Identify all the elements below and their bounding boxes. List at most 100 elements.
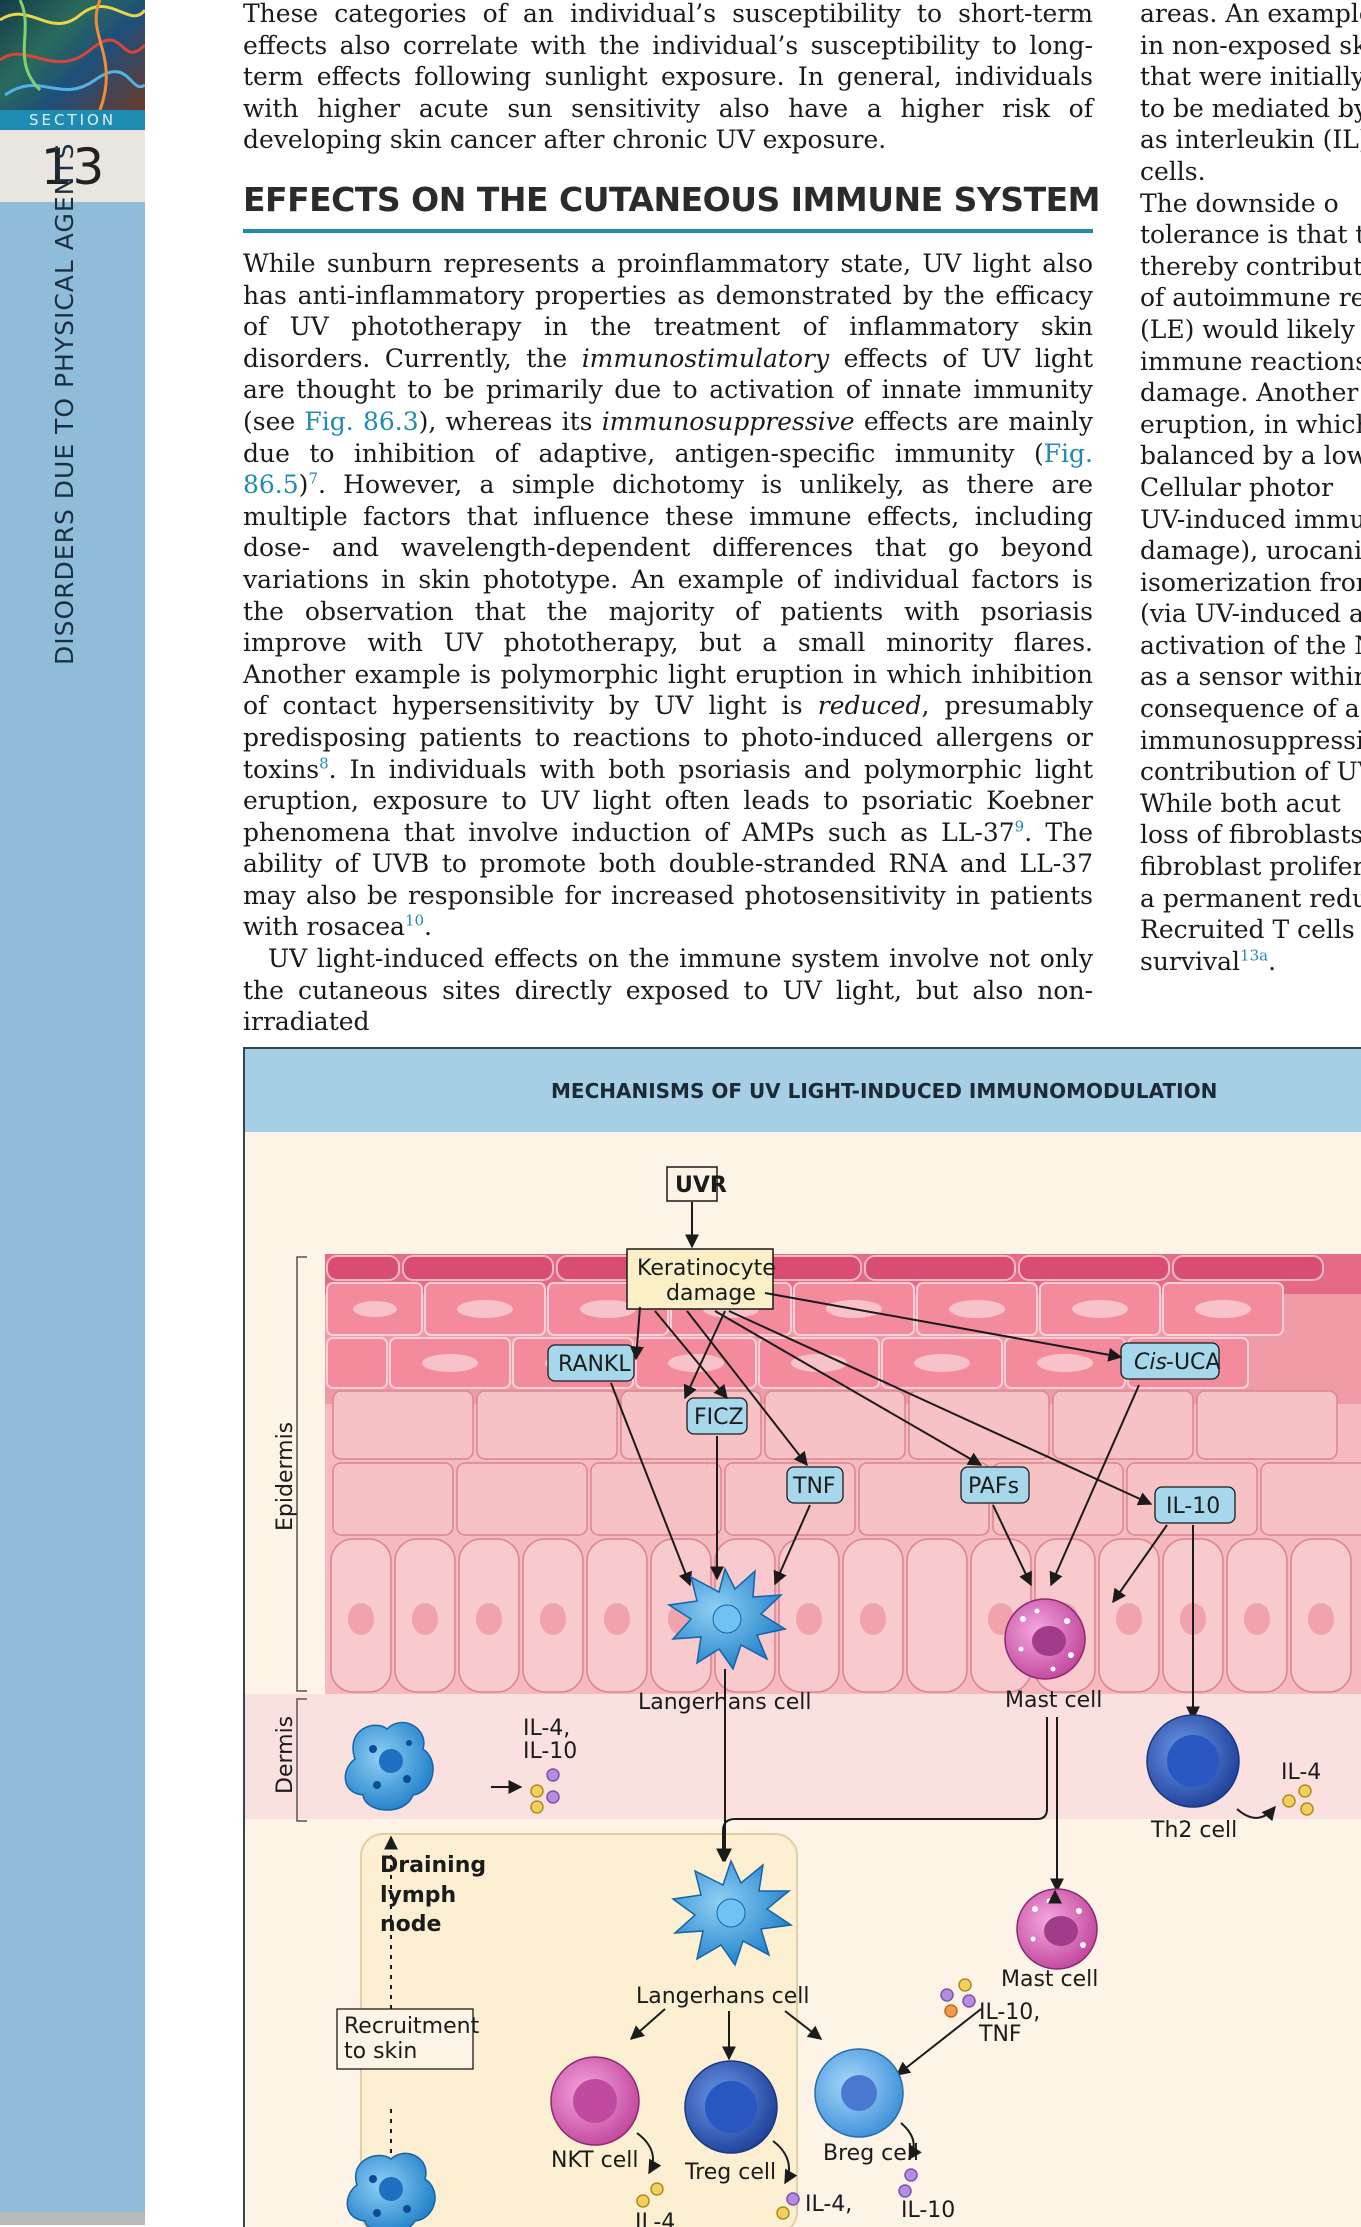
right-column-line: tolerance is that t xyxy=(1140,220,1361,250)
tnf-label: TNF xyxy=(792,1474,836,1499)
cis-uca-label-b: -UCA xyxy=(1166,1350,1220,1375)
right-column-line: eruption, in which xyxy=(1140,409,1361,439)
text-run: . xyxy=(424,912,432,942)
right-column-line: Cellular photor xyxy=(1140,472,1334,502)
right-column-line: fibroblast prolifera xyxy=(1140,852,1361,882)
right-column-line: as a sensor within xyxy=(1140,662,1361,692)
right-column-line: The downside o xyxy=(1140,188,1339,218)
right-column-line: areas. An example xyxy=(1140,0,1361,28)
il10-tnf-label-a: IL-10, xyxy=(979,2000,1040,2025)
right-column-line: cells. xyxy=(1140,156,1206,186)
section-sidebar: SECTION 13 DISORDERS DUE TO PHYSICAL AGE… xyxy=(0,0,145,2225)
text-run: While sunburn represents a proinflammato… xyxy=(243,249,1093,373)
right-column-line: in non-exposed sk xyxy=(1140,30,1361,60)
treg-cell xyxy=(684,2060,778,2154)
text-run: . The ability of UVB to promote both dou… xyxy=(243,817,1094,942)
keratinocyte-damage-box xyxy=(626,1248,774,1310)
figure-diagram: Epidermis Dermis UVR Keratinocyte damage… xyxy=(245,1166,1361,2227)
nkt-cell xyxy=(550,2056,640,2146)
uvr-box xyxy=(666,1166,718,1202)
pafs-box xyxy=(960,1466,1030,1504)
right-column-line: balanced by a lowe xyxy=(1140,441,1361,471)
il10-box xyxy=(1154,1486,1236,1524)
ref-13a-link[interactable]: 13a xyxy=(1240,946,1269,965)
italic-term: immunostimulatory xyxy=(581,343,830,373)
nkt-label: NKT cell xyxy=(551,2148,638,2173)
langerhans-ln-label: Langerhans cell xyxy=(636,1984,810,2009)
il4-bottom-label: IL-4, xyxy=(805,2192,852,2217)
right-column-line: isomerization from xyxy=(1140,567,1361,597)
right-column-line: UV-induced immu xyxy=(1140,504,1361,534)
right-column-line: a permanent redu xyxy=(1140,883,1361,913)
italic-term: reduced xyxy=(817,691,922,721)
mast-cell-label: Mast cell xyxy=(1005,1688,1102,1713)
fig-86-5-link[interactable]: Fig. 86.5 xyxy=(243,438,1093,500)
il-partial-label: IL-4 xyxy=(635,2210,675,2227)
right-column-line: contribution of UV xyxy=(1140,757,1361,787)
uvr-label: UVR xyxy=(675,1173,727,1198)
fig-86-3-link[interactable]: Fig. 86.3 xyxy=(304,406,419,436)
section-cover-image xyxy=(0,0,145,110)
right-column-line: immunosuppressiv xyxy=(1140,725,1361,755)
right-column-line: activation of the N xyxy=(1140,630,1361,660)
right-column-line: damage), urocanic xyxy=(1140,536,1361,566)
rankl-box xyxy=(547,1344,635,1382)
main-text-column: These categories of an individual’s susc… xyxy=(243,0,1093,156)
ref-8-link[interactable]: 8 xyxy=(319,754,329,773)
text-run: . However, a simple dichotomy is unlikel… xyxy=(243,470,1093,721)
draining-label-2: lymph xyxy=(380,1883,456,1908)
th2-label: Th2 cell xyxy=(1150,1818,1237,1843)
paragraph-immune: While sunburn represents a proinflammato… xyxy=(243,248,1093,943)
recruited-cell-dermis xyxy=(344,1721,434,1811)
paragraph-systemic: UV light-induced effects on the immune s… xyxy=(243,944,1093,1037)
mast-ln-label: Mast cell xyxy=(1001,1967,1098,1992)
italic-term: immunosuppressive xyxy=(601,406,855,436)
heading-rule xyxy=(243,229,1093,233)
right-column-line: consequence of a U xyxy=(1140,694,1361,724)
il4-il10-label-a: IL-4, xyxy=(523,1716,570,1741)
langerhans-cell-epidermis xyxy=(666,1566,787,1671)
text-run: , presumably predisposing patients to re… xyxy=(243,691,1093,784)
body-text-column: While sunburn represents a proinflammato… xyxy=(243,248,1093,1038)
right-column-line: While both acut xyxy=(1140,788,1341,818)
il4-right-label: IL-4 xyxy=(1281,1760,1321,1785)
pafs-label: PAFs xyxy=(968,1474,1019,1499)
right-column-line: damage. Another xyxy=(1140,378,1359,408)
ref-10-link[interactable]: 10 xyxy=(404,912,425,931)
il10-tnf-label-b: TNF xyxy=(978,2022,1022,2047)
right-column-line: (via UV-induced a xyxy=(1140,599,1361,629)
langerhans-cell-lymph-node xyxy=(671,1858,794,1967)
right-column-line: immune reactions xyxy=(1140,346,1361,376)
th2-cell xyxy=(1146,1714,1240,1808)
treg-label: Treg cell xyxy=(684,2160,776,2185)
right-column-line: loss of fibroblasts w xyxy=(1140,820,1361,850)
intro-paragraph: These categories of an individual’s susc… xyxy=(243,0,1093,155)
cis-uca-label-a: Cis xyxy=(1134,1350,1167,1375)
mast-cell-epidermis xyxy=(1004,1598,1086,1680)
figure-title: MECHANISMS OF UV LIGHT-INDUCED IMMUNOMOD… xyxy=(551,1079,1218,1103)
right-column-line: that were initially xyxy=(1140,62,1361,92)
figure-immunomodulation: MECHANISMS OF UV LIGHT-INDUCED IMMUNOMOD… xyxy=(243,1047,1361,2227)
recruitment-label-2: to skin xyxy=(344,2039,417,2064)
keratinocyte-label-1: Keratinocyte xyxy=(637,1256,776,1281)
il10-label: IL-10 xyxy=(1166,1494,1220,1519)
text-run: effects are mainly due to inhibition of … xyxy=(243,406,1094,468)
section-label: SECTION xyxy=(0,110,145,130)
text-run: ), whereas its xyxy=(418,406,602,436)
rankl-label: RANKL xyxy=(558,1352,631,1377)
breg-label: Breg cell xyxy=(823,2141,919,2166)
tnf-box xyxy=(786,1466,844,1504)
section-heading: EFFECTS ON THE CUTANEOUS IMMUNE SYSTEM xyxy=(243,180,1100,219)
epidermis-label: Epidermis xyxy=(273,1422,298,1531)
recruitment-box xyxy=(336,2008,474,2070)
right-column-line: to be mediated by xyxy=(1140,93,1361,123)
section-number: 13 xyxy=(0,130,145,202)
ref-7-link[interactable]: 7 xyxy=(308,469,318,488)
text-run: ) xyxy=(298,470,309,500)
right-column-line: of autoimmune re xyxy=(1140,283,1361,313)
ref-9-link[interactable]: 9 xyxy=(1014,817,1025,836)
text-run: . In individuals with both psoriasis and… xyxy=(243,754,1093,847)
draining-label-1: Draining xyxy=(380,1853,486,1878)
